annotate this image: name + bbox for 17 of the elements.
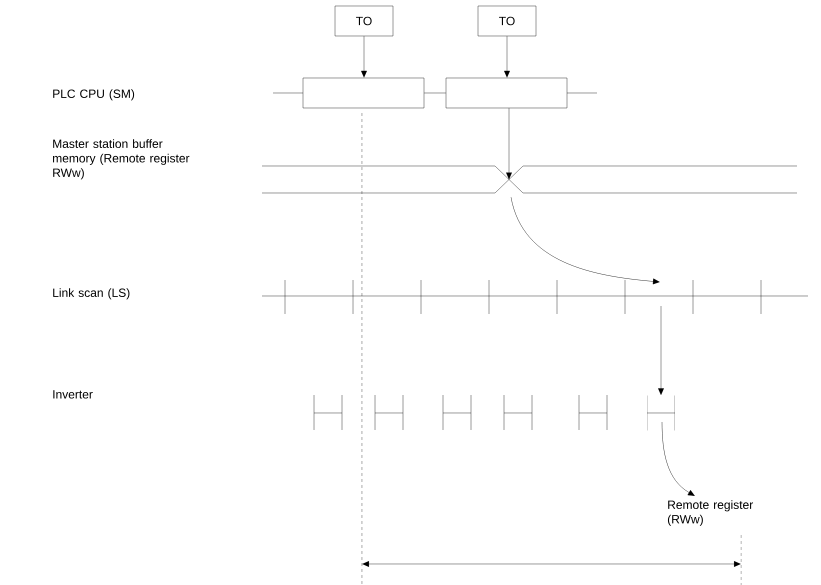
row-label: Link scan (LS) — [53, 288, 130, 300]
arrow — [510, 197, 660, 284]
note-text: Remote register (RWw) — [668, 500, 754, 526]
function-box: TO — [478, 6, 536, 36]
arrow — [658, 306, 664, 395]
arrow — [361, 36, 367, 78]
crossover-mark — [495, 166, 523, 193]
row-label: Inverter — [53, 390, 93, 399]
timing-bar — [302, 78, 424, 108]
function-box: TO — [334, 6, 394, 36]
arrow — [506, 108, 512, 180]
arrow — [662, 422, 695, 496]
timing-bar — [446, 78, 568, 108]
row-label: PLC CPU (SM) — [53, 89, 134, 100]
h-mark — [647, 396, 675, 430]
arrow — [504, 36, 510, 78]
row-label: Master station buffer memory (Remote register RWw) — [53, 139, 190, 180]
